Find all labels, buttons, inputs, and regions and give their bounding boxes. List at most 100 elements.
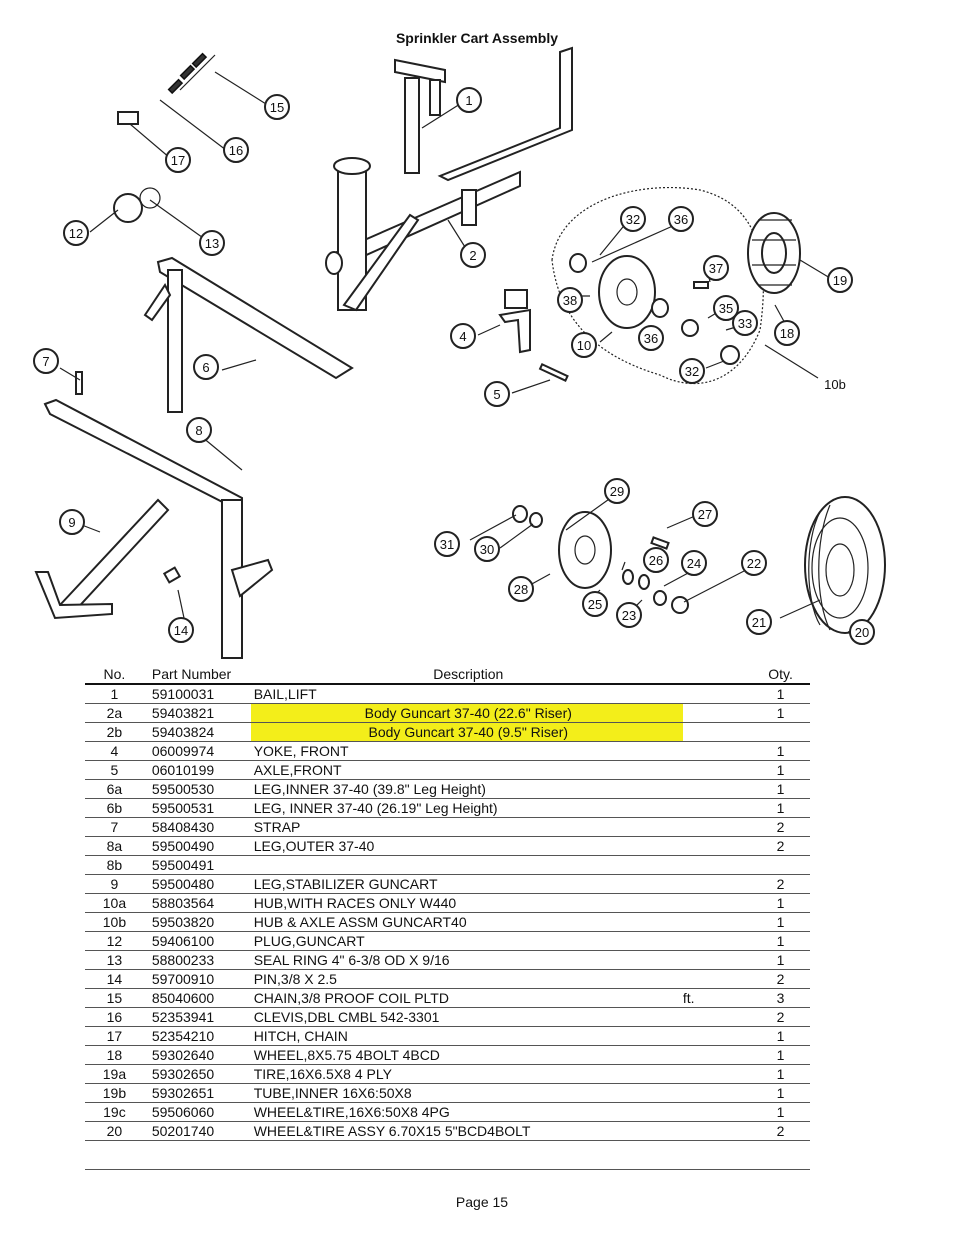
cell-qty: 1 xyxy=(751,779,810,799)
callout-8: 8 xyxy=(195,423,202,438)
cell-unit xyxy=(682,836,752,856)
leader-lines xyxy=(59,71,863,633)
cell-unit xyxy=(682,1045,752,1065)
small-parts-drawing xyxy=(75,52,569,584)
cell-unit xyxy=(682,931,752,951)
callout-13: 13 xyxy=(205,236,219,251)
callout-26: 26 xyxy=(649,553,663,568)
cell-part: 59503820 xyxy=(143,912,251,932)
callout-24: 24 xyxy=(687,556,701,571)
table-header-row: No. Part Number Description Oty. xyxy=(85,664,810,685)
callout-10: 10 xyxy=(577,338,591,353)
cell-unit: ft. xyxy=(682,988,752,1008)
callout-1: 1 xyxy=(465,93,472,108)
cell-part: 58800233 xyxy=(143,950,251,970)
cell-part: 59500490 xyxy=(143,836,251,856)
cell-part: 52354210 xyxy=(143,1026,251,1046)
callout-18: 18 xyxy=(780,326,794,341)
table-blank-row xyxy=(85,1140,810,1170)
header-part-number: Part Number xyxy=(143,664,251,685)
cell-desc: CLEVIS,DBL CMBL 542-3301 xyxy=(250,1007,683,1027)
cell-unit xyxy=(682,703,752,723)
cell-unit xyxy=(682,779,752,799)
cell-qty: 1 xyxy=(751,1064,810,1084)
cell-desc: WHEEL,8X5.75 4BOLT 4BCD xyxy=(250,1045,683,1065)
callout-bubbles: 1 2 4 5 6 7 8 9 12 13 14 15 16 17 32 36 … xyxy=(33,87,875,645)
cell-desc: HITCH, CHAIN xyxy=(250,1026,683,1046)
cell-unit xyxy=(682,1007,752,1027)
cell-unit xyxy=(682,855,752,875)
cell-desc: LEG,INNER 37-40 (39.8" Leg Height) xyxy=(250,779,683,799)
callout-6: 6 xyxy=(202,360,209,375)
cell-desc: AXLE,FRONT xyxy=(250,760,683,780)
cell-no: 17 xyxy=(85,1026,144,1046)
cell-desc: CHAIN,3/8 PROOF COIL PLTD xyxy=(250,988,683,1008)
callout-2: 2 xyxy=(469,248,476,263)
cell-desc: SEAL RING 4" 6-3/8 OD X 9/16 xyxy=(250,950,683,970)
cell-unit xyxy=(682,969,752,989)
cell-desc xyxy=(250,855,683,875)
header-unit xyxy=(682,664,752,685)
cell-no: 6a xyxy=(85,779,144,799)
cell-desc: PLUG,GUNCART xyxy=(250,931,683,951)
cell-no: 4 xyxy=(85,741,144,761)
callout-5: 5 xyxy=(493,387,500,402)
cell-qty: 2 xyxy=(751,1121,810,1141)
cell-no: 6b xyxy=(85,798,144,818)
cell-unit xyxy=(682,1026,752,1046)
cell-part: 58408430 xyxy=(143,817,251,837)
cell-qty xyxy=(751,722,810,742)
cell-unit xyxy=(682,1121,752,1141)
cell-unit xyxy=(682,684,752,704)
cell-part: 59500530 xyxy=(143,779,251,799)
cell-empty xyxy=(250,1140,683,1170)
cell-qty: 1 xyxy=(751,760,810,780)
cell-desc: WHEEL&TIRE ASSY 6.70X15 5"BCD4BOLT xyxy=(250,1121,683,1141)
cell-desc: STRAP xyxy=(250,817,683,837)
cell-qty: 1 xyxy=(751,950,810,970)
callout-16: 16 xyxy=(229,143,243,158)
cell-part: 58803564 xyxy=(143,893,251,913)
cell-no: 19b xyxy=(85,1083,144,1103)
cell-part: 85040600 xyxy=(143,988,251,1008)
cell-unit xyxy=(682,741,752,761)
cell-part: 52353941 xyxy=(143,1007,251,1027)
cell-desc: LEG, INNER 37-40 (26.19" Leg Height) xyxy=(250,798,683,818)
cell-qty: 1 xyxy=(751,912,810,932)
cell-qty: 1 xyxy=(751,798,810,818)
cell-qty: 1 xyxy=(751,741,810,761)
cell-no: 19c xyxy=(85,1102,144,1122)
cell-part: 59100031 xyxy=(143,684,251,704)
cell-no: 1 xyxy=(85,684,144,704)
callout-23: 23 xyxy=(622,608,636,623)
cell-desc: HUB,WITH RACES ONLY W440 xyxy=(250,893,683,913)
cell-empty xyxy=(143,1140,251,1170)
cell-part: 59403821 xyxy=(143,703,251,723)
callout-22: 22 xyxy=(747,556,761,571)
inner-leg-drawing xyxy=(143,256,354,413)
cell-qty: 1 xyxy=(751,684,810,704)
cell-desc: BAIL,LIFT xyxy=(250,684,683,704)
callout-29: 29 xyxy=(610,484,624,499)
cell-no: 2b xyxy=(85,722,144,742)
cell-no: 13 xyxy=(85,950,144,970)
callout-9: 9 xyxy=(68,515,75,530)
callout-12: 12 xyxy=(69,226,83,241)
header-no: No. xyxy=(85,664,144,685)
cell-no: 15 xyxy=(85,988,144,1008)
callout-19: 19 xyxy=(833,273,847,288)
cell-no: 8b xyxy=(85,855,144,875)
cell-no: 5 xyxy=(85,760,144,780)
